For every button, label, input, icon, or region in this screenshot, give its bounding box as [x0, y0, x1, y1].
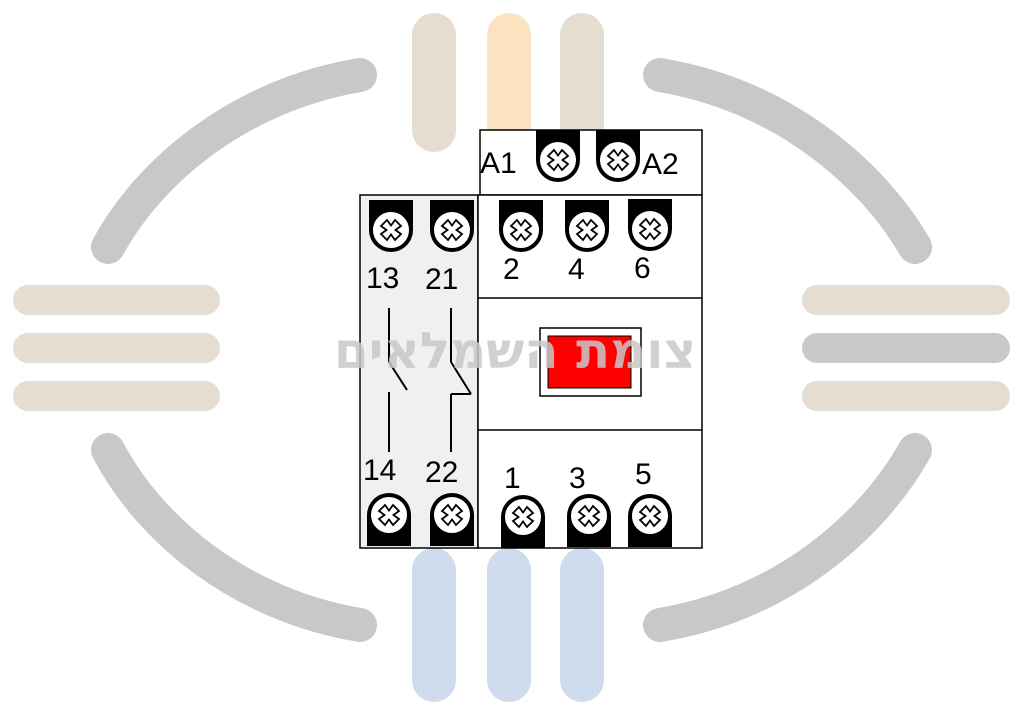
coil-terminal-a1-screw-icon: [536, 130, 580, 182]
aux-terminal-21-screw-icon: [430, 200, 474, 252]
terminal-screws: [367, 130, 672, 548]
red-status-window: [547, 335, 632, 389]
screw-cross-slot: [511, 505, 535, 529]
watermark-logo: [13, 13, 1010, 702]
aux-terminal-22-screw-icon: [430, 493, 474, 546]
watermark-text: צומת השמלאים: [334, 322, 696, 380]
aux-contact-symbols: [388, 308, 472, 452]
no-contact-blade: [388, 361, 408, 391]
watermark-arc-bottom-left: [91, 433, 377, 642]
nc-contact-blade: [450, 361, 472, 395]
main-bottom-label-3: 3: [569, 462, 586, 495]
contactor-body: [359, 129, 703, 549]
screw-cross-slot: [440, 503, 464, 527]
main-bottom-label-5: 5: [635, 458, 652, 491]
main-top-label-4: 4: [568, 253, 585, 286]
main-terminal-5-screw-icon: [628, 494, 672, 547]
main-terminal-1-screw-icon: [501, 495, 545, 548]
screw-cross-slot: [377, 503, 401, 527]
main-bottom-label-1: 1: [504, 462, 521, 495]
coil-terminal-a2-screw-icon: [596, 130, 640, 182]
screw-cross-slot: [440, 218, 464, 242]
main-top-label-2: 2: [503, 253, 520, 286]
screw-cross-slot: [575, 218, 599, 242]
main-terminal-4-screw-icon: [565, 200, 609, 252]
screw-cross-slot: [546, 148, 570, 172]
screw-cross-slot: [638, 217, 662, 241]
screw-cross-slot: [606, 148, 630, 172]
aux-top-label-21: 21: [425, 263, 458, 296]
aux-top-label-13: 13: [366, 262, 399, 295]
main-terminal-2-screw-icon: [499, 200, 543, 252]
watermark-arc-bottom-right: [643, 433, 932, 642]
aux-bottom-label-22: 22: [425, 456, 458, 489]
screw-cross-slot: [509, 218, 533, 242]
main-terminal-6-screw-icon: [628, 199, 672, 251]
aux-terminal-13-screw-icon: [369, 200, 413, 252]
aux-terminal-14-screw-icon: [367, 493, 411, 546]
coil-label-a1: A1: [480, 147, 517, 180]
main-top-label-6: 6: [634, 252, 651, 285]
terminal-labels: A1 A2 13 21 14 22 2 4 6 1 3 5: [363, 147, 679, 495]
aux-contact-block: [359, 194, 479, 549]
watermark-arc-top-right: [643, 58, 932, 264]
screw-cross-slot: [577, 504, 601, 528]
main-terminal-3-screw-icon: [567, 494, 611, 547]
watermark-arc-top-left: [91, 58, 377, 264]
screw-cross-slot: [379, 218, 403, 242]
aux-bottom-label-14: 14: [363, 454, 396, 487]
screw-cross-slot: [638, 504, 662, 528]
coil-label-a2: A2: [642, 148, 679, 181]
